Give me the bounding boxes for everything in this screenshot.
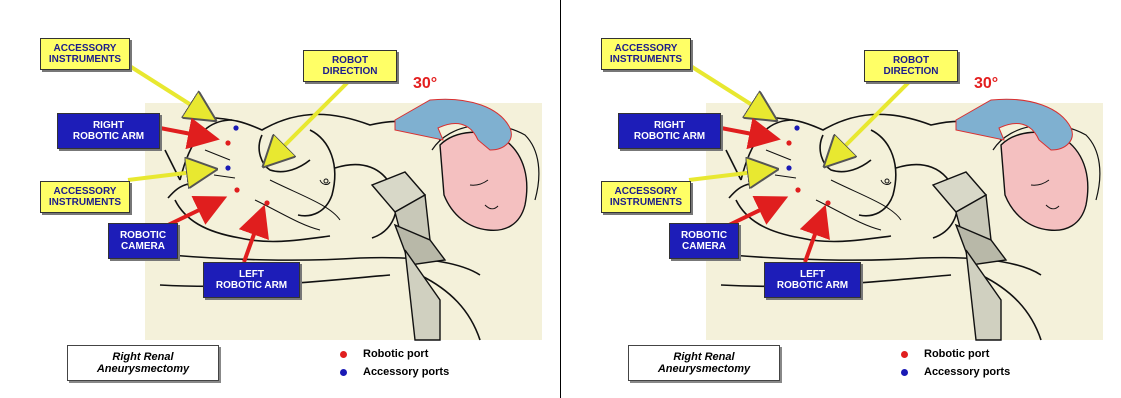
accessory-port-dot xyxy=(901,369,908,376)
diagram-panel-right: ACCESSORY INSTRUMENTS ROBOT DIRECTION RI… xyxy=(561,0,1121,398)
legend-label: Robotic port xyxy=(924,348,989,360)
legend-accessory-ports: Accessory ports xyxy=(340,366,449,378)
accessory-port xyxy=(225,165,230,170)
robotic-port xyxy=(825,200,830,205)
accessory-port xyxy=(786,165,791,170)
label-accessory-instruments-top: ACCESSORY INSTRUMENTS xyxy=(601,38,691,70)
diagram-panel-left: ACCESSORY INSTRUMENTS ROBOT DIRECTION RI… xyxy=(0,0,560,398)
robotic-port xyxy=(225,140,230,145)
legend-robotic-port: Robotic port xyxy=(901,348,989,360)
label-accessory-instruments-mid: ACCESSORY INSTRUMENTS xyxy=(40,181,130,213)
robotic-port xyxy=(786,140,791,145)
label-accessory-instruments-mid: ACCESSORY INSTRUMENTS xyxy=(601,181,691,213)
label-robotic-camera: ROBOTIC CAMERA xyxy=(669,223,739,259)
label-right-robotic-arm: RIGHT ROBOTIC ARM xyxy=(618,113,721,149)
legend-robotic-port: Robotic port xyxy=(340,348,428,360)
accessory-port xyxy=(233,125,238,130)
label-left-robotic-arm: LEFT ROBOTIC ARM xyxy=(764,262,861,298)
rotation-angle-label: 30° xyxy=(413,75,437,93)
legend-label: Robotic port xyxy=(363,348,428,360)
robotic-port xyxy=(795,187,800,192)
label-robot-direction: ROBOT DIRECTION xyxy=(864,50,958,82)
legend-accessory-ports: Accessory ports xyxy=(901,366,1010,378)
label-robotic-camera: ROBOTIC CAMERA xyxy=(108,223,178,259)
robotic-port-dot xyxy=(340,351,347,358)
robotic-port-dot xyxy=(901,351,908,358)
accessory-port xyxy=(794,125,799,130)
robotic-port xyxy=(234,187,239,192)
label-right-robotic-arm: RIGHT ROBOTIC ARM xyxy=(57,113,160,149)
label-accessory-instruments-top: ACCESSORY INSTRUMENTS xyxy=(40,38,130,70)
robotic-port xyxy=(264,200,269,205)
rotation-angle-label: 30° xyxy=(974,75,998,93)
label-robot-direction: ROBOT DIRECTION xyxy=(303,50,397,82)
procedure-caption: Right Renal Aneurysmectomy xyxy=(628,345,780,381)
legend-label: Accessory ports xyxy=(924,366,1010,378)
accessory-port-dot xyxy=(340,369,347,376)
procedure-caption: Right Renal Aneurysmectomy xyxy=(67,345,219,381)
label-left-robotic-arm: LEFT ROBOTIC ARM xyxy=(203,262,300,298)
legend-label: Accessory ports xyxy=(363,366,449,378)
